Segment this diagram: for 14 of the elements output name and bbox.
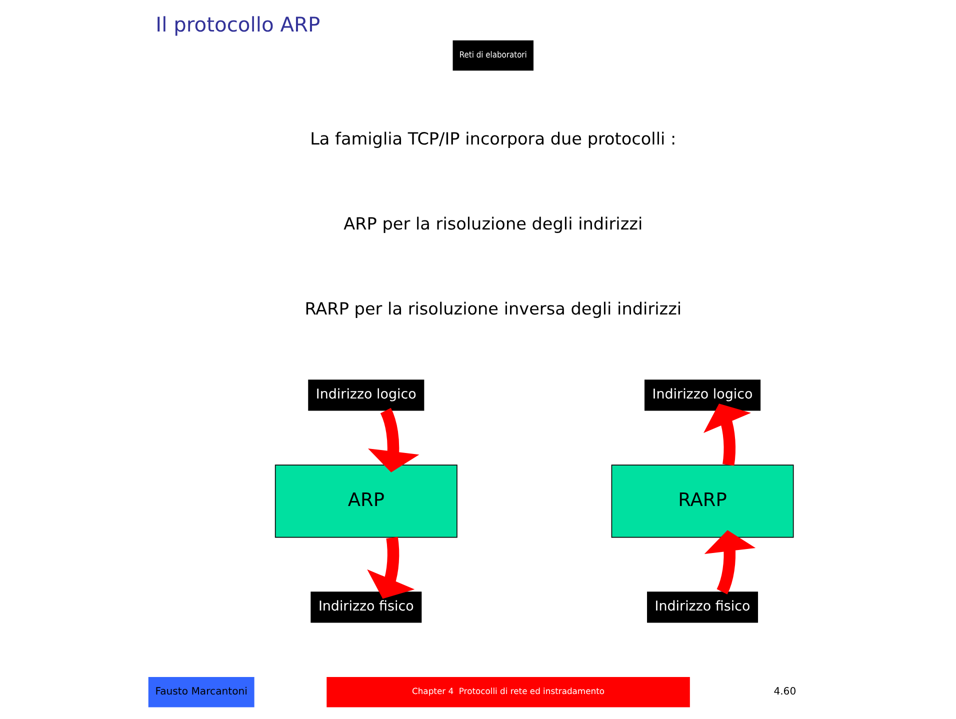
diagram-title: Il protocollo ARP	[156, 12, 320, 36]
label: ARP per la risoluzione degli indirizzi	[344, 214, 643, 234]
label: Chapter 4 Protocolli di rete ed instradamento	[412, 686, 605, 696]
node-box: Indirizzo fisico	[310, 592, 422, 623]
label: Reti di elaboratori	[459, 50, 527, 60]
label: 4.60	[774, 686, 796, 698]
node-box: Indirizzo logico	[308, 380, 424, 411]
node-box: Indirizzo fisico	[647, 592, 758, 623]
label: La famiglia TCP/IP incorpora due protocolli :	[310, 128, 676, 149]
label: RARP per la risoluzione inversa degli indirizzi	[304, 298, 682, 319]
node-box: RARP	[611, 464, 794, 538]
node-box: Indirizzo logico	[644, 380, 761, 411]
node-box: ARP	[274, 464, 458, 538]
label: Fausto Marcantoni	[155, 686, 248, 698]
